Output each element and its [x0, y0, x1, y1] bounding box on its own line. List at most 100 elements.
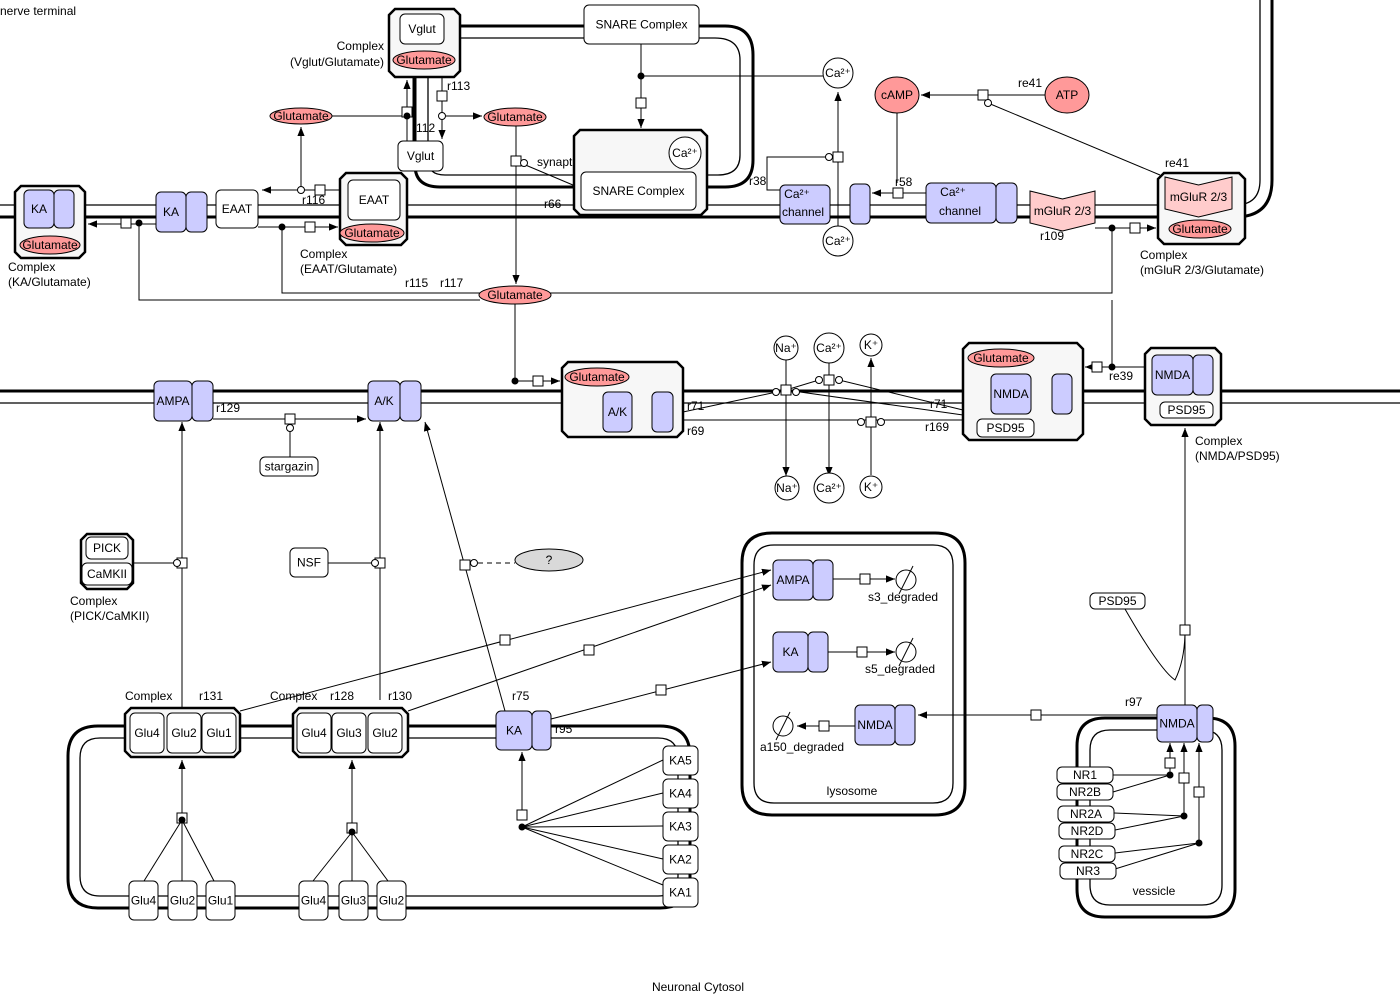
ion-calcium[interactable]: Ca²⁺ — [813, 472, 845, 504]
ion-sodium[interactable]: Na⁺ — [774, 475, 800, 501]
reaction-process-node[interactable] — [499, 634, 511, 646]
protein-pick[interactable]: PICK — [85, 536, 129, 560]
protein-glu4[interactable]: Glu4 — [296, 712, 332, 754]
protein-psd95[interactable]: PSD95 — [1089, 592, 1146, 610]
receptor-ka[interactable]: KA — [23, 189, 75, 229]
simple-molecule-camp[interactable]: cAMP — [874, 76, 920, 114]
reaction-process-node[interactable] — [892, 187, 904, 199]
reaction-process-node[interactable] — [532, 375, 544, 387]
protein-nr3[interactable]: NR3 — [1059, 862, 1117, 880]
receptor-ka[interactable]: KA — [155, 191, 208, 233]
protein-glu1[interactable]: Glu1 — [201, 712, 237, 754]
protein-vglut[interactable]: Vglut — [397, 140, 444, 172]
receptor-subunit[interactable] — [1051, 373, 1073, 415]
protein-ka2[interactable]: KA2 — [662, 844, 699, 875]
receptor-ampa[interactable]: AMPA — [153, 380, 214, 422]
simple-molecule-atp[interactable]: ATP — [1044, 76, 1090, 114]
reaction-process-node[interactable] — [459, 559, 471, 571]
protein-ka5[interactable]: KA5 — [662, 745, 699, 776]
protein-glu4[interactable]: Glu4 — [298, 880, 329, 921]
receptor-mglur[interactable]: mGluR 2/3 — [1029, 190, 1096, 232]
reaction-process-node[interactable] — [1129, 222, 1141, 234]
protein-nr2a[interactable]: NR2A — [1057, 805, 1115, 823]
receptor-nmda[interactable]: NMDA — [1156, 704, 1214, 743]
receptor-nmda[interactable]: NMDA — [1151, 354, 1214, 396]
protein-glu2[interactable]: Glu2 — [367, 712, 403, 754]
reaction-process-node[interactable] — [510, 155, 522, 167]
protein-glu3[interactable]: Glu3 — [338, 880, 369, 921]
receptor-subunit[interactable] — [651, 391, 674, 433]
protein-snare-complex[interactable]: SNARE Complex — [583, 4, 700, 45]
reaction-process-node[interactable] — [865, 416, 877, 428]
protein-glu4[interactable]: Glu4 — [129, 712, 165, 754]
protein-stargazin[interactable]: stargazin — [259, 456, 319, 477]
ion-calcium[interactable]: Ca²⁺ — [668, 136, 702, 170]
receptor-ak[interactable]: A/K — [602, 391, 633, 433]
reaction-process-node[interactable] — [436, 90, 448, 102]
simple-molecule-glutamate[interactable]: Glutamate — [392, 50, 456, 70]
protein-glu2[interactable]: Glu2 — [376, 880, 407, 921]
receptor-nmda[interactable]: NMDA — [990, 373, 1032, 415]
reaction-process-node[interactable] — [314, 184, 326, 196]
reaction-process-node[interactable] — [1193, 786, 1205, 798]
ion-calcium[interactable]: Ca²⁺ — [822, 57, 854, 89]
ion-calcium[interactable]: Ca²⁺ — [813, 332, 845, 364]
protein-nsf[interactable]: NSF — [289, 547, 329, 578]
simple-molecule-glutamate[interactable]: Glutamate — [339, 223, 405, 243]
reaction-process-node[interactable] — [120, 217, 132, 229]
simple-molecule-glutamate[interactable]: Glutamate — [269, 107, 333, 125]
protein-vglut[interactable]: Vglut — [399, 13, 445, 45]
receptor-mglur[interactable]: mGluR 2/3 — [1164, 176, 1233, 218]
protein-glu2[interactable]: Glu2 — [167, 880, 198, 921]
receptor-subunit[interactable] — [849, 183, 871, 225]
simple-molecule-glutamate[interactable]: Glutamate — [1168, 219, 1232, 239]
reaction-process-node[interactable] — [780, 384, 792, 396]
protein-eaat[interactable]: EAAT — [215, 189, 259, 229]
reaction-process-node[interactable] — [1164, 757, 1176, 769]
protein-ka1[interactable]: KA1 — [662, 877, 699, 908]
protein-nr2c[interactable]: NR2C — [1058, 845, 1116, 863]
simple-molecule-glutamate[interactable]: Glutamate — [483, 107, 547, 127]
protein-ka4[interactable]: KA4 — [662, 778, 699, 809]
phenotype-unknown[interactable]: ? — [514, 548, 584, 572]
simple-molecule-glutamate[interactable]: Glutamate — [967, 348, 1035, 368]
reaction-process-node[interactable] — [823, 374, 835, 386]
ion-calcium[interactable]: Ca²⁺ — [822, 225, 854, 257]
reaction-process-node[interactable] — [856, 646, 868, 658]
protein-glu1[interactable]: Glu1 — [205, 880, 236, 921]
reaction-process-node[interactable] — [1179, 624, 1191, 636]
reaction-process-node[interactable] — [818, 720, 830, 732]
reaction-process-node[interactable] — [1030, 709, 1042, 721]
ion-potassium[interactable]: K⁺ — [859, 333, 883, 357]
receptor-ka[interactable]: KA — [495, 710, 552, 751]
protein-nr1[interactable]: NR1 — [1056, 766, 1114, 784]
protein-eaat[interactable]: EAAT — [347, 179, 401, 221]
receptor-ampa[interactable]: AMPA — [772, 559, 834, 601]
reaction-process-node[interactable] — [1178, 772, 1190, 784]
simple-molecule-glutamate[interactable]: Glutamate — [564, 367, 630, 387]
protein-nr2b[interactable]: NR2B — [1056, 783, 1114, 801]
reaction-process-node[interactable] — [516, 809, 528, 821]
reaction-process-node[interactable] — [977, 89, 989, 101]
protein-glu3[interactable]: Glu3 — [331, 712, 367, 754]
receptor-ka[interactable]: KA — [772, 631, 829, 673]
ion-potassium[interactable]: K⁺ — [859, 475, 883, 499]
reaction-process-node[interactable] — [304, 221, 316, 233]
protein-glu4[interactable]: Glu4 — [128, 880, 159, 921]
receptor-ak[interactable]: A/K — [367, 380, 422, 422]
reaction-process-node[interactable] — [1091, 361, 1103, 373]
protein-snare-complex[interactable]: SNARE Complex — [580, 171, 697, 211]
protein-ka3[interactable]: KA3 — [662, 811, 699, 842]
receptor-calcium-channel[interactable]: Ca²⁺channel — [779, 184, 831, 225]
receptor-nmda[interactable]: NMDA — [854, 704, 916, 746]
protein-psd95[interactable]: PSD95 — [976, 418, 1035, 438]
reaction-process-node[interactable] — [583, 644, 595, 656]
reaction-process-node[interactable] — [655, 684, 667, 696]
receptor-calcium-channel[interactable]: Ca²⁺channel — [925, 182, 1018, 224]
reaction-process-node[interactable] — [284, 413, 296, 425]
protein-glu2[interactable]: Glu2 — [166, 712, 202, 754]
protein-camkii[interactable]: CaMKII — [81, 562, 133, 586]
protein-psd95[interactable]: PSD95 — [1159, 401, 1214, 419]
protein-nr2d[interactable]: NR2D — [1058, 822, 1116, 840]
ion-sodium[interactable]: Na⁺ — [773, 335, 799, 361]
